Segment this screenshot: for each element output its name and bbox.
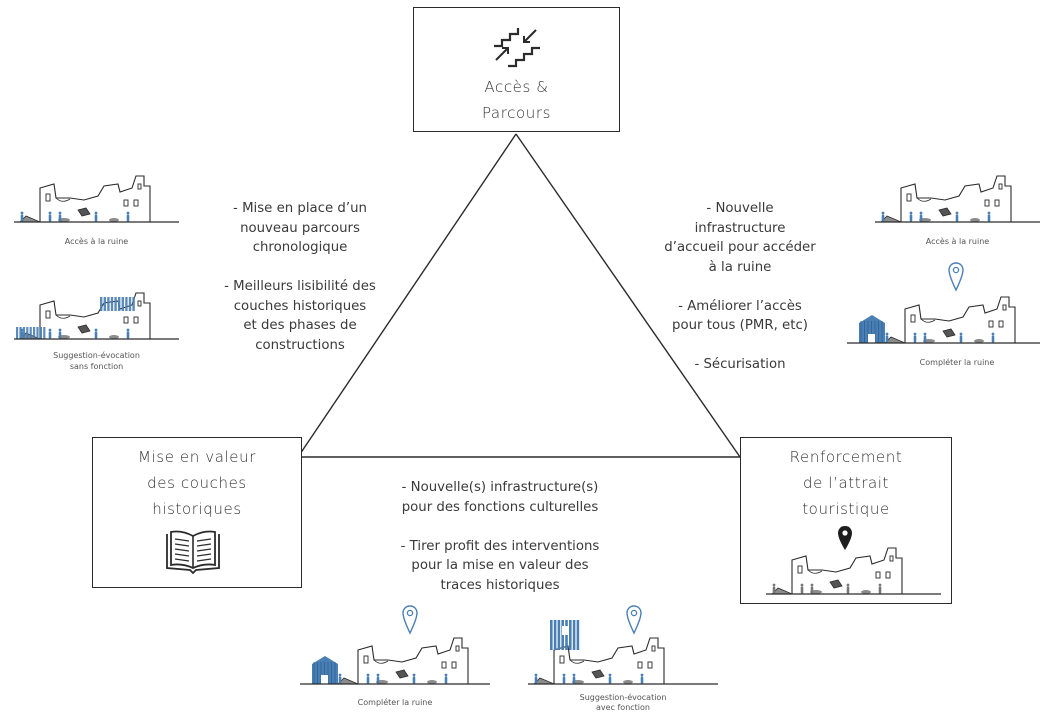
ruin-sketch-icon bbox=[766, 545, 941, 597]
node-right-title: Renforcement de l’attrait touristique bbox=[741, 444, 951, 522]
ruin-sketch-icon bbox=[14, 175, 179, 225]
edge-bottom-text: - Nouvelle(s) infrastructure(s) pour des… bbox=[380, 478, 620, 595]
edge-right-line bbox=[630, 336, 850, 356]
ruin-drawing bbox=[14, 175, 179, 223]
edge-left-line: - Meilleurs lisibilité des bbox=[224, 279, 376, 294]
edge-left-line: couches historiques bbox=[233, 298, 367, 314]
caption-right-bottom: Compléter la ruine bbox=[919, 358, 995, 367]
ruin-sketch-icon bbox=[875, 175, 1040, 225]
edge-bottom-line: pour la mise en valeur des bbox=[411, 558, 589, 573]
location-marker-icon bbox=[948, 262, 964, 292]
caption-bottom-left: Compléter la ruine bbox=[357, 698, 433, 707]
edge-right-line: d’accueil pour accéder bbox=[664, 240, 816, 255]
node-left-line1: Mise en valeur bbox=[138, 448, 256, 466]
edge-left-line: chronologique bbox=[252, 240, 348, 255]
caption-bottom-right-line2: avec fonction bbox=[595, 703, 650, 712]
node-right-line1: Renforcement bbox=[789, 448, 903, 466]
node-top-line1: Accès & bbox=[484, 78, 549, 96]
caption-left-bottom: Suggestion-évocation sans fonction bbox=[14, 350, 179, 372]
map-pin-icon bbox=[838, 526, 852, 550]
ruin-sketch-icon bbox=[14, 290, 179, 342]
edge-right bbox=[515, 133, 741, 458]
edge-bottom-line: pour des fonctions culturelles bbox=[401, 499, 599, 515]
edge-bottom-line bbox=[380, 517, 620, 537]
edge-right-text: - Nouvelle infrastructure d’accueil pour… bbox=[630, 199, 850, 375]
ruin-drawing bbox=[766, 547, 941, 595]
caption-right-top: Accès à la ruine bbox=[925, 237, 990, 246]
ruin-drawing bbox=[875, 175, 1040, 223]
edge-right-line: - Sécurisation bbox=[694, 357, 786, 372]
edge-right-line: - Nouvelle bbox=[706, 201, 774, 216]
node-top-line2: Parcours bbox=[481, 104, 552, 122]
edge-bottom-line: - Tirer profit des interventions bbox=[400, 538, 600, 554]
node-right-line3: touristique bbox=[802, 500, 890, 518]
ruin-sketch-icon bbox=[847, 291, 1040, 346]
edge-left-line: nouveau parcours bbox=[240, 220, 360, 236]
edge-right-line: infrastructure bbox=[694, 220, 786, 236]
edge-left-line: - Mise en place d’un bbox=[233, 201, 367, 216]
edge-left-line: et des phases de bbox=[243, 318, 357, 333]
node-left-line2: des couches bbox=[147, 474, 247, 492]
edge-right-line bbox=[630, 277, 850, 297]
node-top-title: Accès & Parcours bbox=[414, 74, 619, 126]
node-right-line2: de l’attrait bbox=[802, 474, 890, 492]
caption-bottom-right: Suggestion-évocation avec fonction bbox=[528, 693, 718, 713]
location-marker-icon bbox=[402, 605, 418, 635]
ruin-drawing bbox=[14, 292, 179, 340]
node-access-parcours: Accès & Parcours bbox=[413, 7, 620, 132]
edge-left-text: - Mise en place d’un nouveau parcours ch… bbox=[200, 199, 400, 355]
ruin-sketch-icon bbox=[300, 632, 490, 687]
node-left-line3: historiques bbox=[152, 500, 242, 518]
caption-bottom-right-line1: Suggestion-évocation bbox=[579, 693, 667, 702]
edge-bottom-line: traces historiques bbox=[440, 577, 560, 593]
node-left-title: Mise en valeur des couches historiques bbox=[93, 444, 301, 522]
node-mise-en-valeur: Mise en valeur des couches historiques bbox=[92, 437, 302, 588]
edge-left-line: constructions bbox=[255, 337, 345, 353]
open-book-icon bbox=[166, 530, 220, 575]
ruin-drawing bbox=[300, 637, 490, 685]
caption-left-bottom-line1: Suggestion-évocation bbox=[53, 351, 140, 360]
caption-left-top: Accès à la ruine bbox=[64, 237, 129, 246]
edge-right-line: - Améliorer l’accès bbox=[678, 298, 802, 314]
ruin-drawing bbox=[528, 620, 718, 685]
ruin-sketch-icon bbox=[528, 620, 718, 687]
edge-left-line bbox=[200, 258, 400, 278]
location-marker-icon bbox=[626, 605, 642, 635]
stairs-icon bbox=[494, 28, 540, 68]
edge-right-line: pour tous (PMR, etc) bbox=[672, 318, 808, 333]
node-renforcement: Renforcement de l’attrait touristique bbox=[740, 437, 952, 604]
ruin-drawing bbox=[847, 296, 1040, 344]
edge-right-line: à la ruine bbox=[708, 259, 772, 275]
caption-left-bottom-line2: sans fonction bbox=[69, 362, 124, 371]
edge-left bbox=[297, 133, 517, 458]
edge-bottom-line: - Nouvelle(s) infrastructure(s) bbox=[401, 480, 599, 495]
